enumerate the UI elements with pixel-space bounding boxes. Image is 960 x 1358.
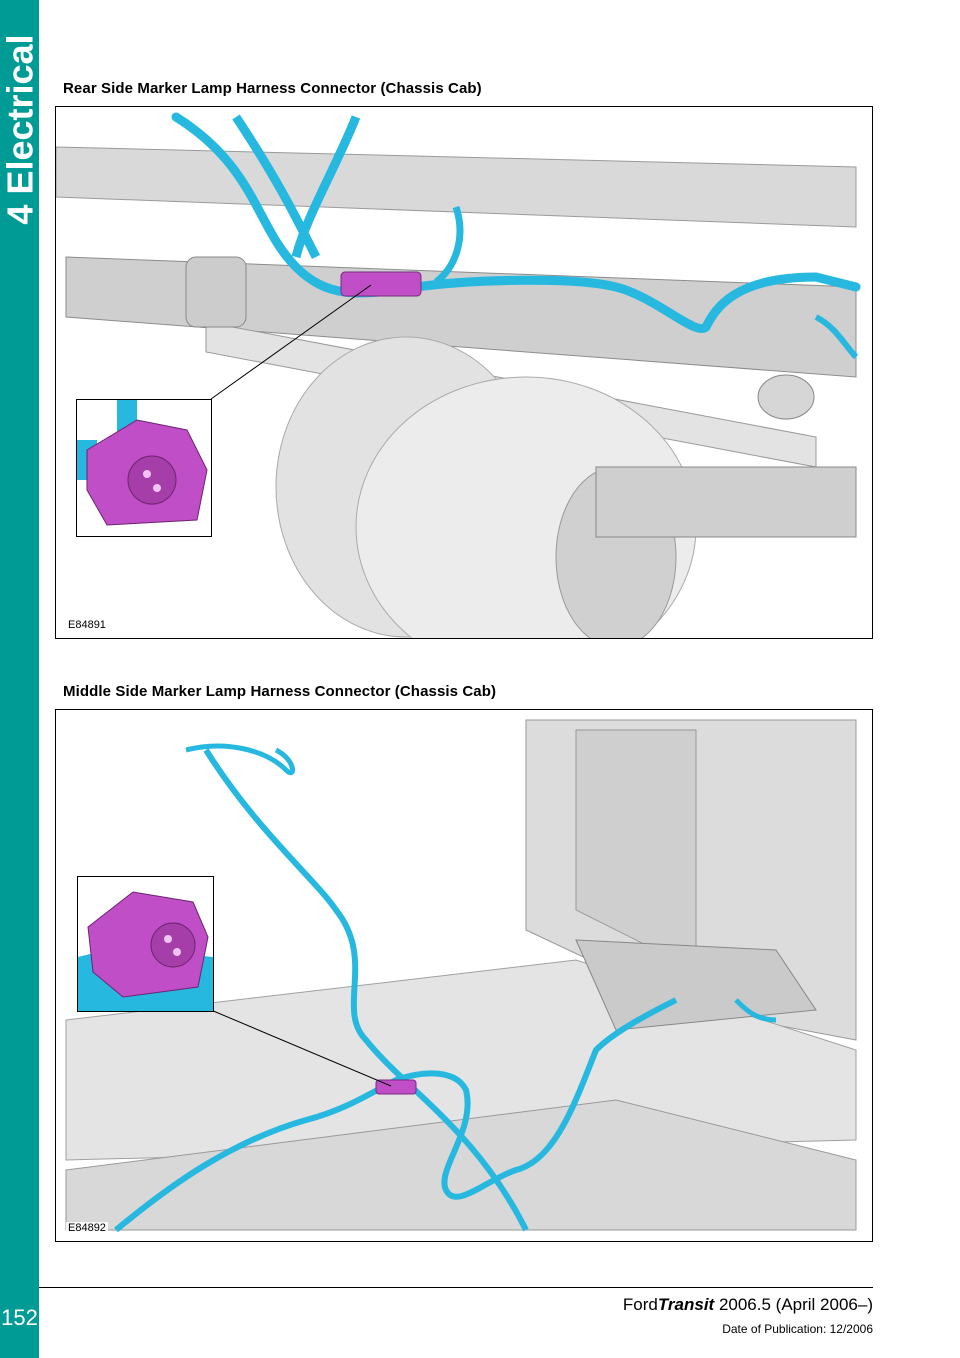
- section-sidebar: 4 Electrical 152: [0, 0, 41, 1358]
- figure-2-frame: E84892: [55, 709, 873, 1242]
- footer-edition: 2006.5 (April 2006–): [714, 1295, 873, 1314]
- footer-rule: [39, 1287, 873, 1288]
- section-tab: 4 Electrical: [0, 0, 41, 260]
- connector-detail-illustration-2: [78, 877, 213, 1011]
- footer-publication-date: Date of Publication: 12/2006: [722, 1322, 873, 1336]
- page-number: 152: [1, 1305, 38, 1330]
- connector-detail-illustration: [77, 400, 211, 536]
- footer-model: Transit: [657, 1295, 715, 1314]
- figure-1-frame: E84891: [55, 106, 873, 639]
- footer-brand: Ford: [622, 1295, 658, 1314]
- figure-2-illustration: [56, 710, 872, 1241]
- figure-1-caption: Rear Side Marker Lamp Harness Connector …: [63, 80, 482, 97]
- figure-2-inset: [77, 876, 214, 1012]
- footer-title: FordTransit 2006.5 (April 2006–): [623, 1295, 873, 1315]
- figure-1-image-id: E84891: [66, 619, 108, 631]
- section-tab-label: 4 Electrical: [0, 34, 41, 225]
- figure-2-caption: Middle Side Marker Lamp Harness Connecto…: [63, 683, 497, 700]
- figure-2-image-id: E84892: [66, 1222, 108, 1234]
- figure-1-inset: [76, 399, 212, 537]
- figure-1-illustration: [56, 107, 872, 638]
